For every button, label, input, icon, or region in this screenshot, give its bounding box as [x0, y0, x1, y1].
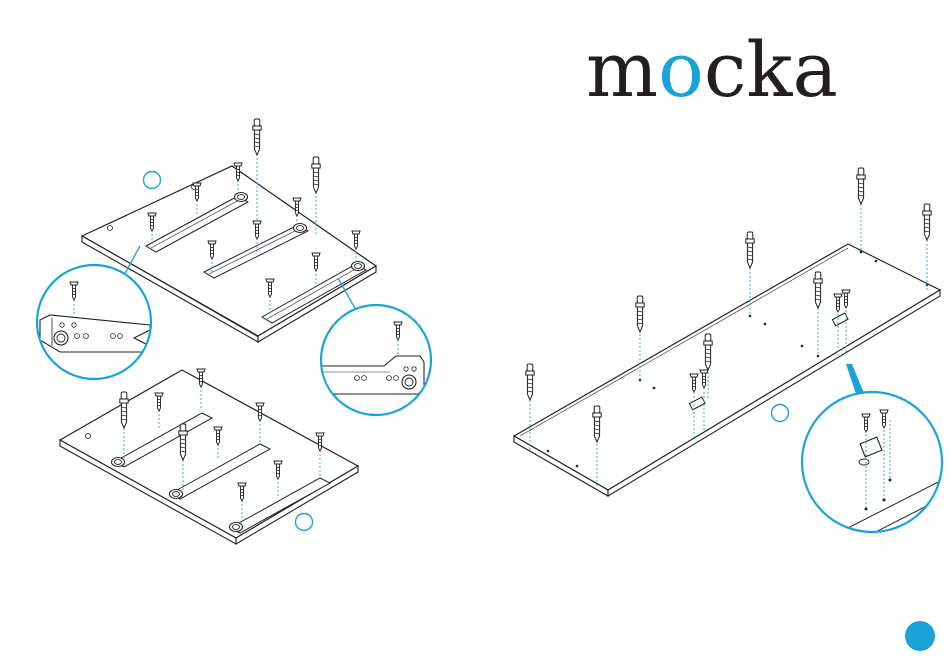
bottom-left-panel — [60, 369, 358, 544]
mocka-logo: mocka — [586, 25, 838, 114]
step-marker-c — [772, 405, 789, 422]
logo-text: mocka — [586, 25, 838, 114]
step-marker-a — [144, 172, 161, 189]
page-number-badge — [905, 621, 935, 651]
step-marker-b — [296, 514, 313, 531]
hinge-bracket-callout-right — [320, 278, 431, 415]
cam-block-detail-callout — [802, 364, 950, 540]
